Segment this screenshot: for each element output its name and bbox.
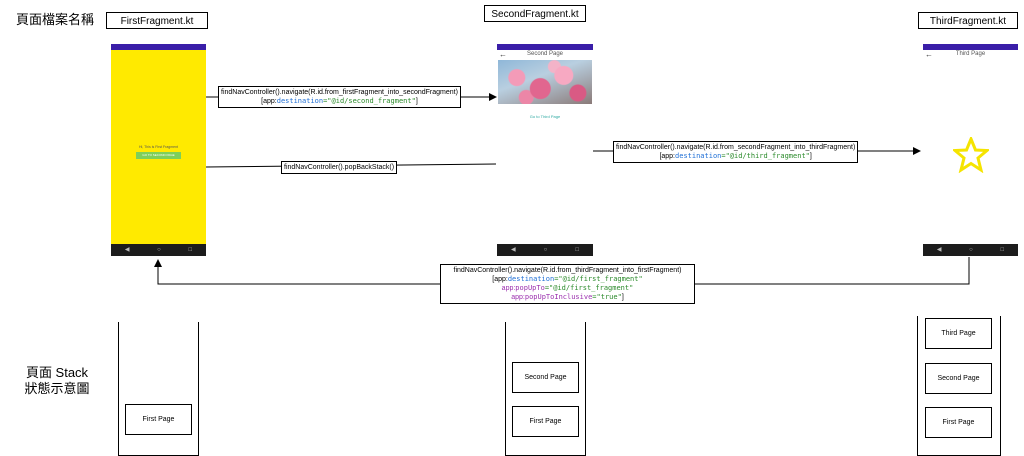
- attr-value: ="@id/first_fragment": [545, 284, 634, 292]
- attr-prefix: [app:: [659, 153, 675, 160]
- label-third-to-first: findNavController().navigate(R.id.from_t…: [440, 264, 695, 304]
- status-bar: [111, 44, 206, 50]
- attr-name: popUpTo: [515, 284, 545, 292]
- attr-name: destination: [277, 97, 323, 105]
- attr-value: ="true": [592, 293, 622, 301]
- stack-item-second-page: Second Page: [925, 363, 992, 394]
- second-page-title: Second Page: [497, 51, 593, 57]
- first-fragment-message: Hi, This is First Fragment: [111, 145, 206, 149]
- file-first-fragment: FirstFragment.kt: [106, 12, 208, 29]
- stack-item-third-page: Third Page: [925, 318, 992, 349]
- stack-first: First Page: [118, 322, 199, 456]
- stack-third: Third Page Second Page First Page: [917, 316, 1001, 456]
- attr-suffix: ]: [810, 153, 812, 160]
- attr-name: destination: [675, 152, 721, 160]
- nav-home-icon[interactable]: ○: [157, 247, 161, 253]
- phone-second-nav: ◀ ○ □: [497, 244, 593, 256]
- label-pop-back-stack: findNavController().popBackStack(): [281, 161, 397, 174]
- status-bar: [923, 44, 1018, 50]
- attr-value: ="@id/third_fragment": [721, 152, 810, 160]
- attr-value: ="@id/second_fragment": [323, 97, 416, 105]
- nav-recents-icon[interactable]: □: [1001, 247, 1005, 253]
- stack-item-first-page: First Page: [925, 407, 992, 438]
- row-label-stack-state-line2: 狀態示意圖: [12, 381, 102, 396]
- call-text: findNavController().navigate(R.id.from_f…: [221, 88, 458, 97]
- attr-prefix: [app:: [261, 98, 277, 105]
- nav-back-icon[interactable]: ◀: [125, 247, 130, 253]
- file-third-fragment: ThirdFragment.kt: [918, 12, 1018, 29]
- android-nav-bar: ◀ ○ □: [497, 244, 593, 256]
- stack-item-first-page: First Page: [512, 406, 579, 437]
- go-to-third-page-link[interactable]: Go to Third Page: [497, 114, 593, 119]
- label-first-to-second: findNavController().navigate(R.id.from_f…: [218, 86, 461, 108]
- nav-recents-icon[interactable]: □: [189, 247, 193, 253]
- android-nav-bar: ◀ ○ □: [923, 244, 1018, 256]
- phone-first-fragment: Hi, This is First Fragment GO TO SECOND …: [111, 44, 206, 256]
- phone-second-fragment: arrow-left-icon ← Second Page Go to Thir…: [497, 44, 593, 122]
- stack-item-first-page: First Page: [125, 404, 192, 435]
- call-text: findNavController().navigate(R.id.from_s…: [616, 143, 855, 152]
- attr-name: destination: [508, 275, 554, 283]
- phone-third-nav: ◀ ○ □: [923, 244, 1018, 256]
- status-bar: [497, 44, 593, 50]
- row-label-stack-state-line1: 頁面 Stack: [12, 365, 102, 380]
- file-second-fragment: SecondFragment.kt: [484, 5, 586, 22]
- nav-back-icon[interactable]: ◀: [937, 247, 942, 253]
- attr-prefix: [app:: [492, 276, 508, 283]
- nav-back-icon[interactable]: ◀: [511, 247, 516, 253]
- attr-name: popUpToInclusive: [525, 293, 592, 301]
- attr-value: ="@id/first_fragment": [554, 275, 643, 283]
- go-to-second-page-button[interactable]: GO TO SECOND PAGE: [136, 152, 181, 159]
- third-page-title: Third Page: [923, 51, 1018, 57]
- stack-item-second-page: Second Page: [512, 362, 579, 393]
- attr-suffix: ]: [416, 98, 418, 105]
- phone-third-fragment: ← Third Page: [923, 44, 1018, 62]
- nav-recents-icon[interactable]: □: [575, 247, 579, 253]
- call-text: findNavController().popBackStack(): [284, 164, 394, 171]
- android-nav-bar: ◀ ○ □: [111, 244, 206, 256]
- stack-second: Second Page First Page: [505, 322, 586, 456]
- call-text: findNavController().navigate(R.id.from_t…: [443, 266, 692, 275]
- nav-home-icon[interactable]: ○: [544, 247, 548, 253]
- attr-prefix: app:: [511, 294, 525, 301]
- row-label-file-names: 頁面檔案名稱: [10, 12, 100, 27]
- cherry-blossom-image: [498, 60, 592, 104]
- star-icon: [953, 137, 989, 173]
- attr-prefix: app:: [502, 285, 516, 292]
- attr-suffix: ]: [622, 294, 624, 301]
- label-second-to-third: findNavController().navigate(R.id.from_s…: [613, 141, 858, 163]
- nav-home-icon[interactable]: ○: [969, 247, 973, 253]
